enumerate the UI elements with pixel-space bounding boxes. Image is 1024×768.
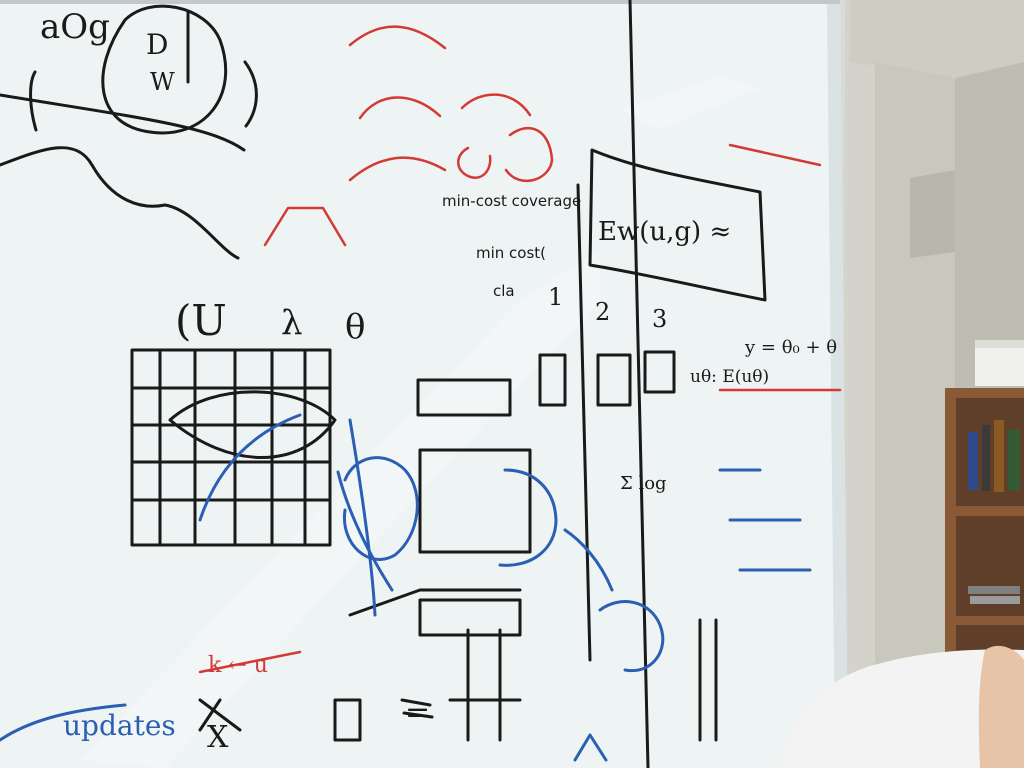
book-green bbox=[1008, 430, 1020, 490]
red-arc-2 bbox=[358, 96, 442, 120]
text-u-theta: uθ: E(uθ) bbox=[690, 367, 769, 387]
text-y-equation: y = θ₀ + θ bbox=[744, 337, 837, 358]
blue-bottom-circle bbox=[598, 600, 665, 673]
x-mark-1 bbox=[198, 698, 242, 732]
text-red-equation: k ← u bbox=[208, 653, 268, 678]
small-box-1 bbox=[538, 353, 567, 407]
network-frame bbox=[418, 448, 532, 554]
bottom-stack-box bbox=[418, 598, 522, 637]
red-loop-2 bbox=[504, 126, 554, 182]
text-equals: = bbox=[405, 695, 430, 730]
text-updates: updates bbox=[63, 709, 176, 742]
text-aog: aOg bbox=[40, 7, 110, 47]
red-loop-1 bbox=[460, 93, 532, 117]
storage-box-lid bbox=[975, 340, 1024, 348]
pillar-step bbox=[910, 170, 955, 258]
vertical-divider-1 bbox=[576, 183, 592, 662]
text-x: X bbox=[207, 720, 229, 755]
red-bottom-line bbox=[198, 650, 302, 674]
text-fraction-top: D bbox=[146, 28, 168, 61]
person-arm bbox=[978, 645, 1024, 768]
red-line-upper-right bbox=[728, 143, 822, 167]
blue-ink-layer bbox=[0, 413, 812, 762]
red-circle-plus bbox=[457, 146, 492, 179]
text-min-cost-coverage: min-cost coverage bbox=[442, 192, 581, 210]
black-curve-1 bbox=[0, 93, 246, 152]
black-circle-top bbox=[101, 4, 228, 135]
blue-line-vertical bbox=[348, 418, 377, 617]
text-number-2: 2 bbox=[595, 298, 610, 326]
black-squiggle bbox=[243, 60, 258, 128]
text-u: (U bbox=[175, 296, 227, 345]
concrete-pillar bbox=[875, 62, 955, 740]
red-arc-3 bbox=[348, 156, 447, 182]
board-top-edge bbox=[0, 0, 840, 4]
text-theta: θ bbox=[345, 307, 365, 347]
small-box-3 bbox=[643, 350, 676, 394]
square-mark bbox=[333, 698, 362, 742]
blue-bottom-stroke bbox=[0, 703, 127, 742]
stack-item-1 bbox=[970, 596, 1020, 604]
text-cla: cla bbox=[493, 282, 515, 300]
book-brown bbox=[994, 420, 1004, 492]
text-sum-log: Σ log bbox=[620, 473, 667, 494]
blue-bottom-triangle bbox=[573, 733, 608, 762]
text-min-cost: min cost( bbox=[476, 244, 546, 262]
red-ink-layer bbox=[198, 25, 842, 674]
text-ew: Ew(u,g) ≈ bbox=[598, 217, 731, 247]
bookshelf-compartment-bottom bbox=[956, 625, 1024, 651]
ellipse-over-grid bbox=[168, 390, 337, 459]
vertical-divider-2 bbox=[628, 0, 650, 768]
blue-curve-grid bbox=[198, 413, 302, 522]
red-arc-1 bbox=[348, 25, 447, 50]
ceiling-edge bbox=[850, 0, 1024, 78]
person-shirt bbox=[780, 649, 1024, 768]
text-fraction-bottom: W bbox=[150, 68, 175, 96]
stack-box-1 bbox=[416, 378, 512, 417]
board-glare-top bbox=[620, 75, 760, 130]
text-number-1: 1 bbox=[548, 283, 563, 311]
bottom-bars bbox=[698, 618, 718, 742]
blue-arrow-path bbox=[563, 528, 614, 592]
equals-mark bbox=[400, 698, 434, 719]
small-box-2 bbox=[596, 353, 632, 407]
blue-right-notes bbox=[718, 468, 812, 572]
blue-circle-left bbox=[342, 456, 419, 561]
grid-vertical-lines bbox=[158, 348, 307, 547]
blue-curve-right-net bbox=[498, 468, 558, 567]
black-ink-layer bbox=[0, 0, 767, 768]
book-blue bbox=[968, 432, 978, 490]
tree-lines bbox=[448, 628, 522, 742]
blue-curve-left-net bbox=[336, 470, 394, 592]
stack-item-2 bbox=[968, 586, 1020, 594]
red-step-shape bbox=[263, 206, 347, 247]
grid-box bbox=[130, 348, 332, 547]
grid-horizontal-lines bbox=[130, 386, 332, 502]
text-number-3: 3 bbox=[652, 305, 667, 333]
black-curve-2 bbox=[0, 146, 240, 260]
handwriting-text-layer: aOg D W min-cost coverage min cost( cla … bbox=[40, 7, 837, 755]
black-line-a bbox=[29, 70, 38, 132]
large-equation-box bbox=[588, 148, 767, 302]
text-lambda: λ bbox=[281, 303, 303, 343]
book-dark bbox=[982, 425, 990, 491]
board-right-edge bbox=[827, 0, 848, 768]
